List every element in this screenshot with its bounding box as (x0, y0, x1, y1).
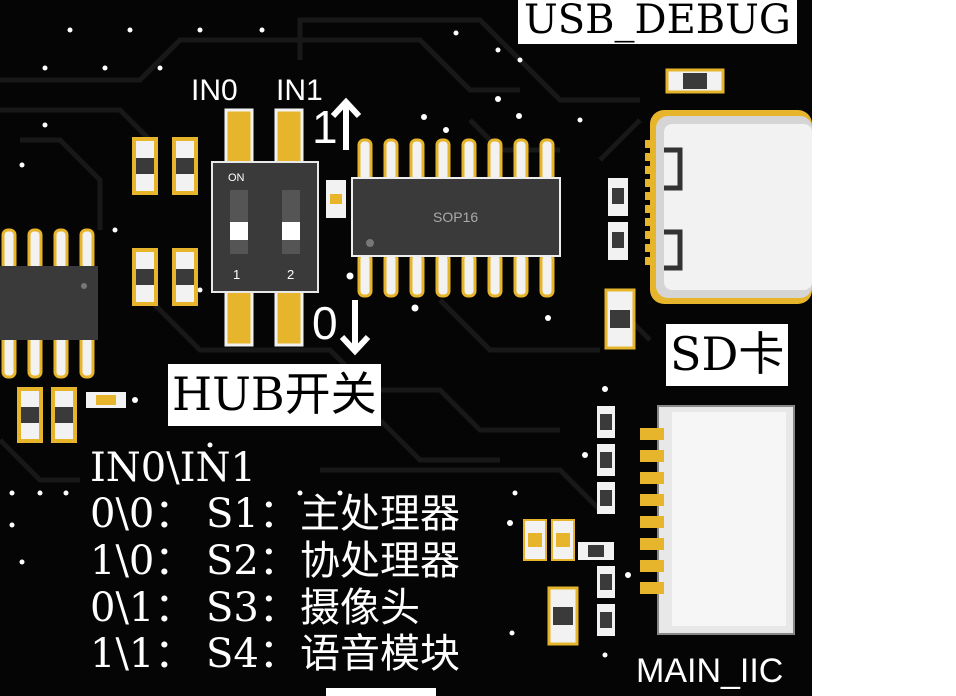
sop16-pin (357, 252, 373, 298)
arrow-zero-label: 0 (312, 297, 338, 349)
sop16-pin (383, 138, 399, 184)
arrow-up-icon (330, 97, 362, 150)
pcb-artwork (0, 17, 812, 696)
small-cap-left (86, 392, 126, 408)
dip-on-label: ON (228, 172, 245, 184)
sop16-pin (409, 252, 425, 298)
legend-combo: 0\0： (90, 491, 195, 537)
sop16-label: SOP16 (433, 209, 479, 225)
usb-c-connector (645, 110, 812, 304)
arrow-down-icon (339, 300, 371, 356)
sop16-chip (351, 138, 561, 298)
legend-slot: S1： (206, 491, 299, 537)
in1-label: IN1 (276, 74, 323, 107)
legend-slot: S3： (206, 585, 299, 631)
sop16-pin (513, 138, 529, 184)
in0-label: IN0 (191, 74, 238, 107)
arrow-one-label: 1 (312, 101, 338, 153)
sop16-pin (357, 138, 373, 184)
legend-combo: 0\1： (90, 585, 195, 631)
sop16-pin (461, 138, 477, 184)
sop16-pin (487, 138, 503, 184)
legend-slot: S2： (206, 538, 299, 584)
sop16-pin (435, 252, 451, 298)
dip-switch-body (211, 161, 319, 293)
usb-debug-label: USB_DEBUG (518, 0, 797, 44)
legend-target: 语音模块 (300, 631, 460, 677)
sop16-pin (461, 252, 477, 298)
usb-side-resistors (604, 178, 636, 350)
legend-slot: S4： (206, 631, 299, 677)
sd-card-label: SD卡 (666, 324, 789, 386)
sd-card-connector (640, 405, 795, 635)
legend-combo: 1\1： (90, 631, 195, 677)
legend-target: 协处理器 (300, 538, 460, 584)
usb-cap-top (665, 68, 725, 94)
sop16-pin (383, 252, 399, 298)
cap-near-sop16 (326, 180, 346, 218)
sd-side-resistors (523, 406, 615, 646)
sop16-pin (435, 138, 451, 184)
sop16-pin (539, 252, 555, 298)
sop16-pin (487, 252, 503, 298)
dip-pos2-label: 2 (287, 267, 295, 282)
legend-header: IN0\IN1 (90, 445, 256, 491)
legend-combo: 1\0： (90, 538, 195, 584)
bottom-partial-component (326, 688, 436, 696)
dip-switch-pads (224, 108, 304, 347)
sop16-pin (409, 138, 425, 184)
legend-target: 摄像头 (300, 585, 420, 631)
dip-pos1-label: 1 (233, 267, 241, 282)
left-sop8-chip (0, 228, 98, 379)
sop16-pin (513, 252, 529, 298)
main-iic-label: MAIN_IIC (636, 652, 784, 690)
via-dots (9, 27, 631, 658)
hub-switch-label: HUB开关 (168, 364, 381, 426)
sop16-pin (539, 138, 555, 184)
legend-target: 主处理器 (300, 491, 460, 537)
